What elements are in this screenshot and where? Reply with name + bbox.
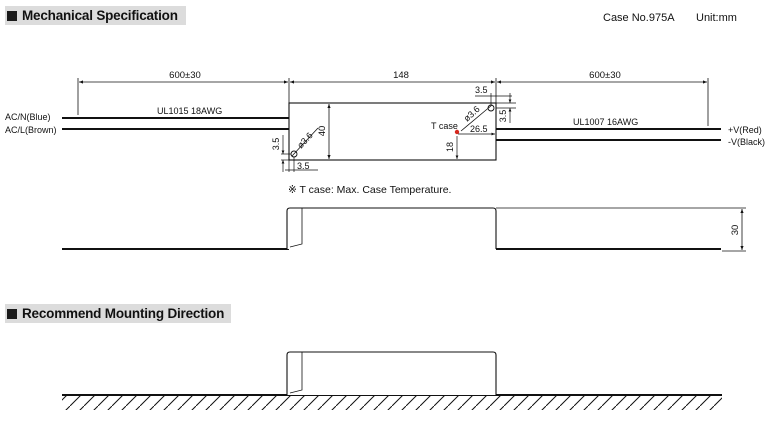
mechanical-spec-title: Mechanical Specification <box>22 8 178 23</box>
psu-body-mounted <box>286 351 497 395</box>
left-hole-offset-x: 3.5 <box>297 161 310 171</box>
right-hole-offset-x: 3.5 <box>475 85 488 95</box>
ac-n-label: AC/N(Blue) <box>5 112 51 122</box>
right-cable-label: UL1007 16AWG <box>573 117 638 127</box>
mounting-direction-header: Recommend Mounting Direction <box>5 304 231 323</box>
tcase-label: T case <box>431 121 458 131</box>
body-height-value: 40 <box>317 126 328 137</box>
left-hole-offset-y: 3.5 <box>271 138 281 151</box>
mounting-direction-title: Recommend Mounting Direction <box>22 306 225 321</box>
right-lead-value: 600±30 <box>589 70 621 81</box>
tcase-note: ※ T case: Max. Case Temperature. <box>288 184 451 196</box>
left-lead-value: 600±30 <box>169 70 201 81</box>
left-cable-label: UL1015 18AWG <box>157 106 222 116</box>
psu-body-top-view <box>288 102 497 161</box>
case-number: Case No.975A <box>603 12 675 24</box>
v-pos-label: +V(Red) <box>728 125 762 135</box>
thickness-value: 30 <box>730 225 741 236</box>
psu-body-side-view <box>286 207 497 249</box>
tcase-x-value: 26.5 <box>470 124 488 134</box>
header-square-icon <box>7 10 17 21</box>
tcase-point <box>454 129 460 135</box>
header-square-icon <box>7 308 17 319</box>
tcase-y-value: 18 <box>445 142 455 152</box>
mounting-surface-hatch <box>62 396 722 410</box>
mechanical-spec-header: Mechanical Specification <box>5 6 186 25</box>
unit-label: Unit:mm <box>696 12 737 24</box>
ac-l-label: AC/L(Brown) <box>5 125 57 135</box>
v-neg-label: -V(Black) <box>728 137 765 147</box>
body-length-value: 148 <box>393 70 409 81</box>
right-hole-offset-y: 3.5 <box>498 110 508 123</box>
